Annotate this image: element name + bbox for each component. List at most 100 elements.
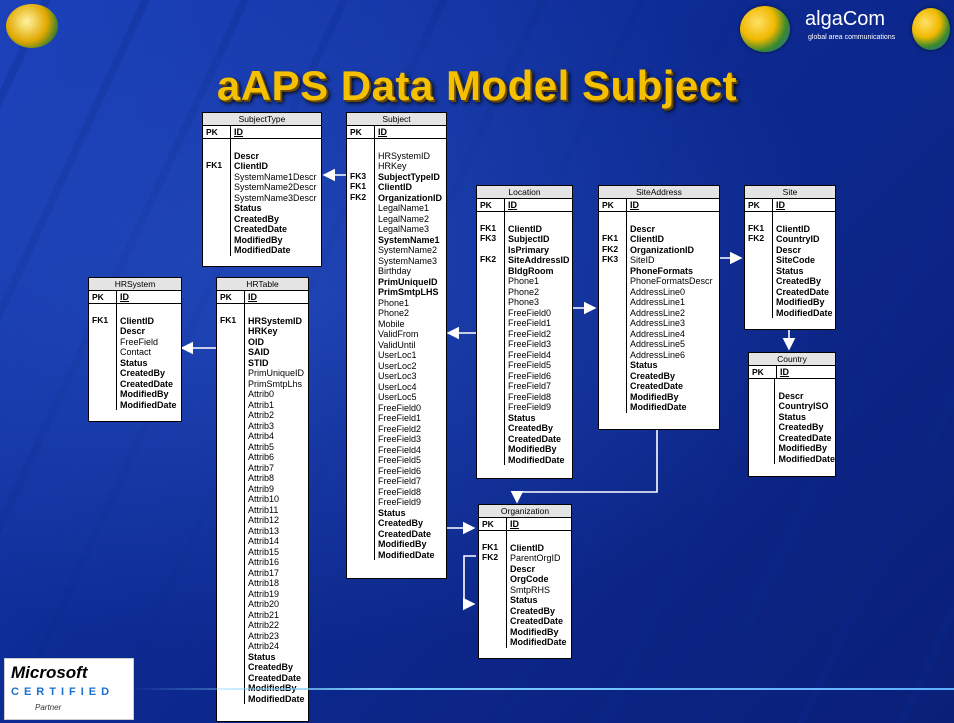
- field: SAID: [248, 347, 270, 357]
- field: FreeField6: [378, 465, 422, 476]
- key-label: FK1: [206, 160, 223, 170]
- field: FreeField3: [508, 339, 552, 349]
- field: CreatedDate: [248, 672, 302, 683]
- primary-key-field: ID: [248, 292, 257, 302]
- field: Attrib21: [248, 609, 280, 620]
- field: SystemName3: [378, 255, 438, 266]
- field: ClientID: [378, 182, 413, 192]
- field: ModifiedDate: [234, 245, 291, 255]
- field: AddressLine6: [630, 349, 686, 360]
- key-column: [749, 379, 776, 464]
- field: ModifiedDate: [248, 693, 305, 704]
- field: PrimSmtpLHS: [378, 287, 439, 297]
- field: OID: [248, 336, 265, 347]
- field: IsPrimary: [508, 244, 550, 255]
- field: Attrib1: [248, 399, 275, 410]
- key-label: FK1: [92, 314, 109, 325]
- field: CreatedBy: [378, 518, 424, 528]
- primary-key-field: ID: [630, 200, 639, 210]
- table-name: SubjectType: [203, 113, 321, 126]
- field: ValidUntil: [378, 339, 416, 350]
- field: CreatedDate: [776, 286, 830, 297]
- field: CreatedBy: [776, 276, 822, 286]
- field: FreeField1: [508, 318, 552, 328]
- field: ModifiedDate: [778, 453, 835, 464]
- field: Status: [630, 360, 658, 370]
- field: LegalName1: [378, 203, 430, 213]
- key-label: [350, 150, 374, 161]
- table-name: Site: [745, 186, 835, 199]
- field: Descr: [630, 223, 656, 234]
- field: SystemName2: [378, 245, 438, 255]
- field: CreatedDate: [378, 528, 432, 539]
- key-label: FK1: [220, 314, 237, 325]
- table-name: HRTable: [217, 278, 308, 291]
- field: FreeField7: [508, 381, 552, 391]
- field: ModifiedDate: [510, 637, 567, 647]
- globe-icon: [912, 8, 950, 50]
- slide-title: aAPS Data Model Subject: [216, 62, 738, 109]
- field: Descr: [120, 326, 146, 336]
- field: FreeField4: [378, 444, 422, 455]
- field: CreatedDate: [508, 433, 562, 444]
- primary-key-field: ID: [780, 367, 789, 377]
- field: Phone1: [378, 297, 410, 308]
- field: SiteCode: [776, 255, 816, 265]
- field: FreeField8: [508, 391, 552, 402]
- field: UserLoc1: [378, 350, 417, 360]
- field: Phone2: [378, 308, 410, 318]
- field: AddressLine1: [630, 297, 686, 307]
- key-column: FK1: [217, 304, 245, 704]
- field: Attrib8: [248, 473, 275, 483]
- field: Attrib24: [248, 641, 280, 651]
- field: UserLoc3: [378, 371, 417, 381]
- field: FreeField2: [508, 328, 552, 339]
- field: CreatedBy: [234, 213, 280, 224]
- field: ModifiedDate: [630, 402, 687, 412]
- field: FreeField9: [508, 402, 552, 412]
- key-label: FK1: [480, 222, 497, 233]
- field: ModifiedBy: [378, 539, 427, 549]
- field: Attrib11: [248, 504, 279, 515]
- field: HRKey: [378, 161, 407, 171]
- field: Phone3: [508, 297, 540, 307]
- field: Status: [778, 411, 806, 422]
- field: UserLoc2: [378, 360, 417, 371]
- field: OrganizationID: [378, 192, 443, 203]
- field: ModifiedBy: [120, 389, 169, 399]
- field: FreeField6: [508, 370, 552, 381]
- field: Attrib7: [248, 462, 275, 473]
- field: FreeField2: [378, 423, 422, 434]
- field: Descr: [778, 390, 804, 401]
- field: Phone1: [508, 276, 540, 286]
- key-label: [206, 150, 230, 161]
- field: ClientID: [120, 315, 155, 326]
- key-column: FK1: [203, 139, 231, 256]
- field: HRSystemID: [378, 150, 431, 161]
- field: Phone2: [508, 286, 540, 297]
- field: FreeField7: [378, 476, 422, 486]
- field: Attrib4: [248, 431, 275, 441]
- field: Descr: [234, 150, 260, 161]
- field: CreatedBy: [120, 368, 166, 378]
